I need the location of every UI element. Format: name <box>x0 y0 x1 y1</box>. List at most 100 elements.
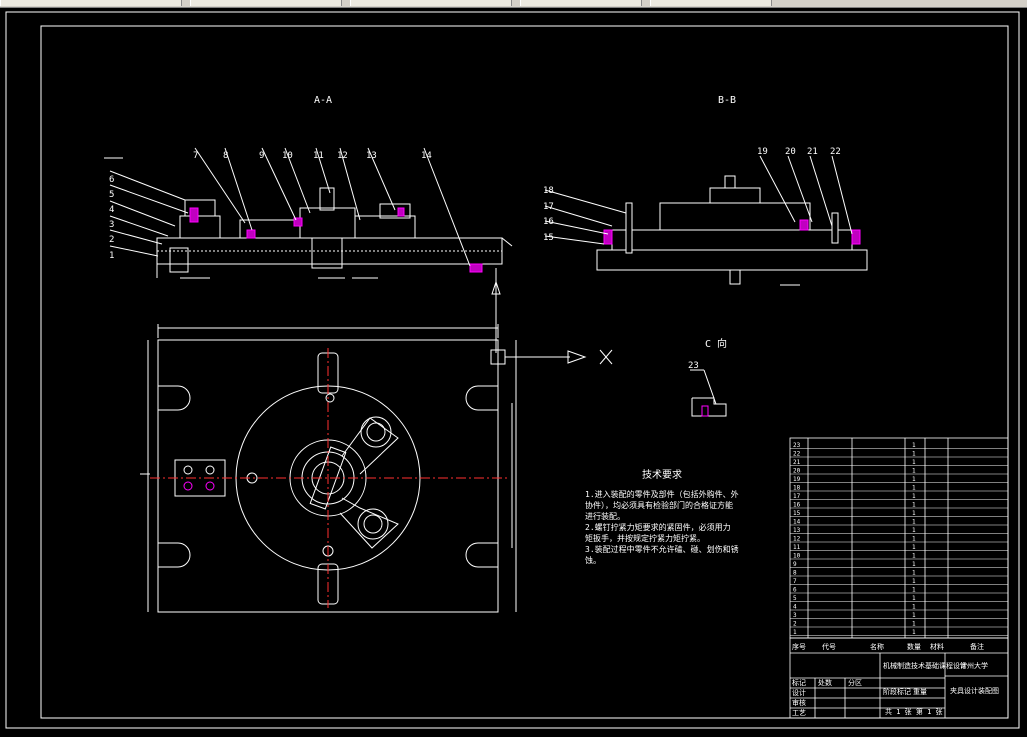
svg-text:21: 21 <box>807 147 818 157</box>
bom-row-index: 17 <box>793 493 801 500</box>
tab[interactable] <box>0 0 182 6</box>
notes-title: 技术要求 <box>642 468 682 481</box>
bom-row-qty: 1 <box>912 476 916 483</box>
section-bb-label: B-B <box>718 95 736 106</box>
bom-row-index: 3 <box>793 612 797 619</box>
svg-text:20: 20 <box>785 147 796 157</box>
technical-notes: 技术要求 1.进入装配的零件及部件（包括外购件、外 协件），均必须具有检验部门的… <box>585 468 739 565</box>
svg-text:16: 16 <box>543 217 554 227</box>
svg-text:标记: 标记 <box>792 678 806 687</box>
bom-row-qty: 1 <box>912 502 916 509</box>
notes-line: 进行装配。 <box>585 511 625 521</box>
bom-row-index: 7 <box>793 578 797 585</box>
section-aa-view <box>104 147 513 353</box>
inner-frame <box>40 25 1009 719</box>
svg-text:9: 9 <box>259 151 264 161</box>
outer-frame <box>5 11 1020 729</box>
svg-text:14: 14 <box>421 151 432 161</box>
svg-text:5: 5 <box>109 190 114 200</box>
bom-row-qty: 1 <box>912 587 916 594</box>
svg-text:重量: 重量 <box>913 688 927 696</box>
section-aa-label: A-A <box>314 95 332 106</box>
school-name: 常州大学 <box>960 661 988 670</box>
bom-row-index: 13 <box>793 527 801 534</box>
sheet-number: 共 1 张 第 1 张 <box>885 707 943 716</box>
bom-row-qty: 1 <box>912 570 916 577</box>
bom-row-index: 8 <box>793 570 797 577</box>
tab[interactable] <box>520 0 642 6</box>
bom-row-index: 11 <box>793 544 801 551</box>
tab[interactable] <box>350 0 512 6</box>
notes-line: 协件），均必须具有检验部门的合格证方能 <box>585 500 733 510</box>
svg-text:13: 13 <box>366 151 377 161</box>
svg-text:阶段标记: 阶段标记 <box>883 687 911 696</box>
callouts-aa: 1 2 3 4 5 6 7 8 9 10 11 12 13 14 <box>109 151 432 261</box>
svg-text:3: 3 <box>109 220 114 230</box>
bom-row-qty: 1 <box>912 468 916 475</box>
svg-text:分区: 分区 <box>848 678 862 687</box>
svg-text:处数: 处数 <box>818 678 832 687</box>
bom-row-index: 18 <box>793 485 801 492</box>
svg-text:18: 18 <box>543 186 554 196</box>
svg-text:代号: 代号 <box>822 642 836 651</box>
tab-strip <box>0 0 1027 8</box>
notes-line: 蚀。 <box>585 555 601 565</box>
bom-row-index: 22 <box>793 451 801 458</box>
bom-row-index: 5 <box>793 595 797 602</box>
svg-text:22: 22 <box>830 147 841 157</box>
bom-row-index: 20 <box>793 468 801 475</box>
bom-row-index: 23 <box>793 442 801 449</box>
bom-row-qty: 1 <box>912 493 916 500</box>
svg-text:8: 8 <box>223 151 228 161</box>
bom-row-qty: 1 <box>912 544 916 551</box>
bom-row-qty: 1 <box>912 459 916 466</box>
bom-row-qty: 1 <box>912 519 916 526</box>
bom-row-qty: 1 <box>912 629 916 636</box>
bom-row-qty: 1 <box>912 595 916 602</box>
svg-text:数量: 数量 <box>907 642 921 651</box>
bom-row-qty: 1 <box>912 510 916 517</box>
bom-row-qty: 1 <box>912 553 916 560</box>
drawing-canvas[interactable]: A-A B-B C 向 <box>0 8 1027 733</box>
bom-row-index: 1 <box>793 629 797 636</box>
bom-row-qty: 1 <box>912 621 916 628</box>
svg-text:名称: 名称 <box>870 642 884 651</box>
tab[interactable] <box>190 0 342 6</box>
bom-row-qty: 1 <box>912 561 916 568</box>
svg-text:12: 12 <box>337 151 348 161</box>
bom-row-qty: 1 <box>912 485 916 492</box>
bom-row-index: 9 <box>793 561 797 568</box>
bom-row-qty: 1 <box>912 451 916 458</box>
svg-text:设计: 设计 <box>792 688 806 697</box>
svg-text:序号: 序号 <box>792 642 806 651</box>
drawing-name: 机械制造技术基础课程设计 <box>883 661 967 670</box>
bom-row-qty: 1 <box>912 442 916 449</box>
bom-row-index: 2 <box>793 621 797 628</box>
svg-text:15: 15 <box>543 233 554 243</box>
bom-row-qty: 1 <box>912 527 916 534</box>
title-block <box>789 637 1009 719</box>
bom-row-index: 21 <box>793 459 801 466</box>
view-c-detail <box>690 369 727 417</box>
tab[interactable] <box>650 0 772 6</box>
svg-text:1: 1 <box>109 251 114 261</box>
title-block-text: 序号 代号 名称 数量 材料 备注 机械制造技术基础课程设计 常州大学 夹具设计… <box>792 642 999 717</box>
bom-row-index: 6 <box>793 587 797 594</box>
callouts-bb: 15 16 17 18 19 20 21 22 <box>543 147 841 243</box>
svg-text:10: 10 <box>282 151 293 161</box>
svg-text:19: 19 <box>757 147 768 157</box>
bom-row-index: 12 <box>793 536 801 543</box>
bom-row-qty: 1 <box>912 612 916 619</box>
notes-line: 矩扳手，并按规定拧紧力矩拧紧。 <box>585 533 705 543</box>
bom-row-index: 19 <box>793 476 801 483</box>
svg-text:材料: 材料 <box>930 642 944 651</box>
bom-row-index: 14 <box>793 519 801 526</box>
bom-row-index: 10 <box>793 553 801 560</box>
bom-row-qty: 1 <box>912 536 916 543</box>
view-c-label: C 向 <box>705 337 727 350</box>
bom-row-qty: 1 <box>912 578 916 585</box>
svg-text:6: 6 <box>109 175 114 185</box>
svg-text:审核: 审核 <box>792 698 806 707</box>
callout-23: 23 <box>688 361 699 371</box>
